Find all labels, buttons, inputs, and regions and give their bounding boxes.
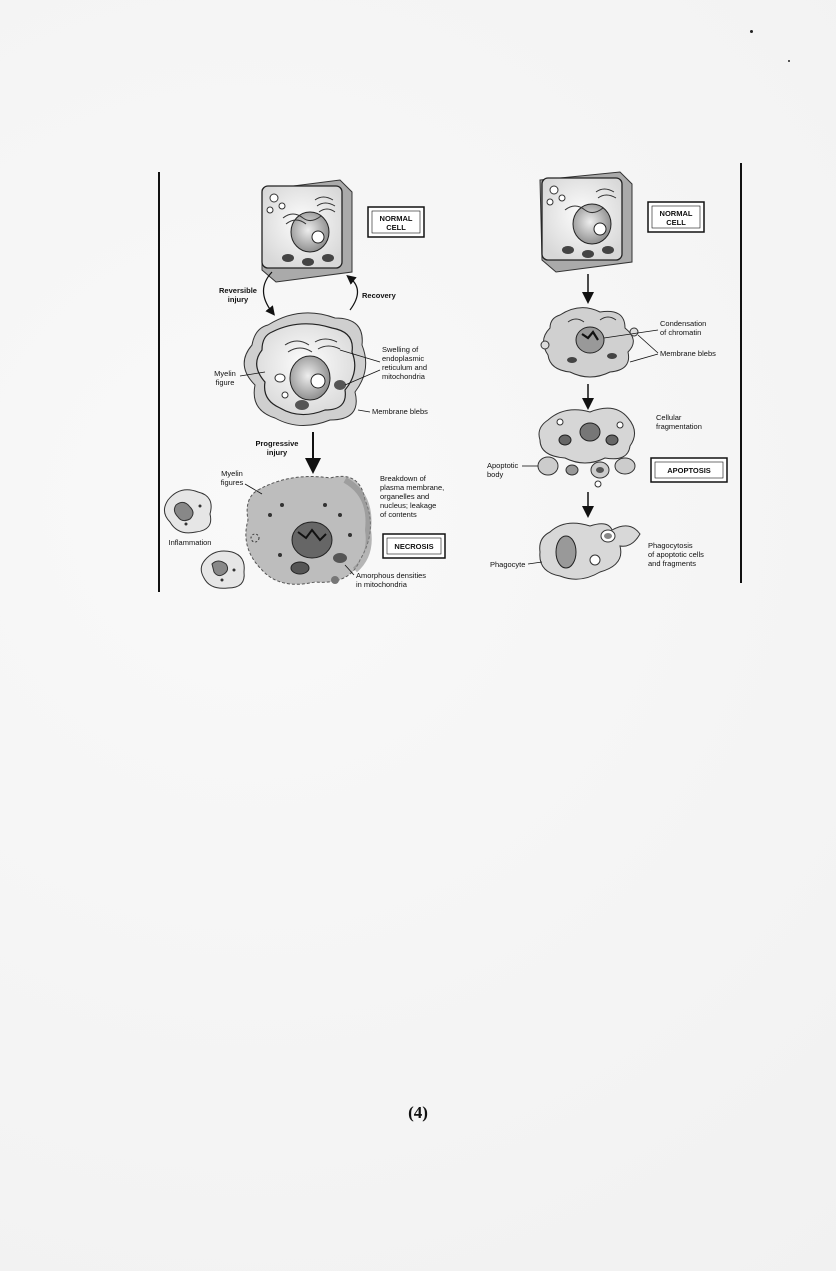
inflammatory-cell bbox=[164, 489, 212, 534]
left-membrane-blebs-label: Membrane blebs bbox=[372, 407, 428, 416]
page-number: (4) bbox=[408, 1103, 428, 1122]
right-membrane-blebs-leader bbox=[637, 334, 659, 354]
left-normal-cell bbox=[261, 179, 353, 283]
scan-speck bbox=[750, 30, 753, 33]
figure-right-border bbox=[740, 163, 742, 583]
figure-left-border bbox=[158, 172, 160, 592]
apoptosis-label: APOPTOSIS bbox=[667, 466, 711, 475]
swelling-leader bbox=[339, 349, 381, 363]
amorphous-leader bbox=[344, 564, 355, 576]
phagocyte-label: Phagocyte bbox=[490, 560, 525, 569]
left-membrane-blebs-leader bbox=[357, 409, 371, 413]
myelin-figures-leader bbox=[244, 483, 263, 495]
scan-speck bbox=[788, 60, 790, 62]
inflammation-label: Inflammation bbox=[169, 538, 212, 547]
right-normal-cell bbox=[539, 171, 633, 273]
fragmenting-cell bbox=[537, 407, 636, 488]
recovery-arrow bbox=[346, 274, 359, 311]
apoptosis-box: APOPTOSIS bbox=[650, 457, 728, 483]
right-membrane-blebs-leader bbox=[629, 353, 659, 363]
condensation-leader bbox=[603, 329, 659, 339]
phagocyte-leader bbox=[527, 561, 543, 565]
inflammatory-cell bbox=[200, 550, 245, 589]
right-membrane-blebs-label: Membrane blebs bbox=[660, 349, 716, 358]
shrunken-cell bbox=[540, 307, 639, 378]
necrotic-cell bbox=[245, 475, 372, 585]
necrosis-box: NECROSIS bbox=[382, 533, 446, 559]
reversible-injury-arrow bbox=[262, 271, 275, 316]
swollen-cell bbox=[243, 312, 367, 426]
necrosis-label: NECROSIS bbox=[394, 542, 433, 551]
myelin-figure-leader bbox=[239, 371, 266, 377]
recovery-label: Recovery bbox=[362, 291, 397, 300]
phagocyte-cell bbox=[539, 522, 641, 580]
swelling-leader bbox=[344, 369, 381, 386]
